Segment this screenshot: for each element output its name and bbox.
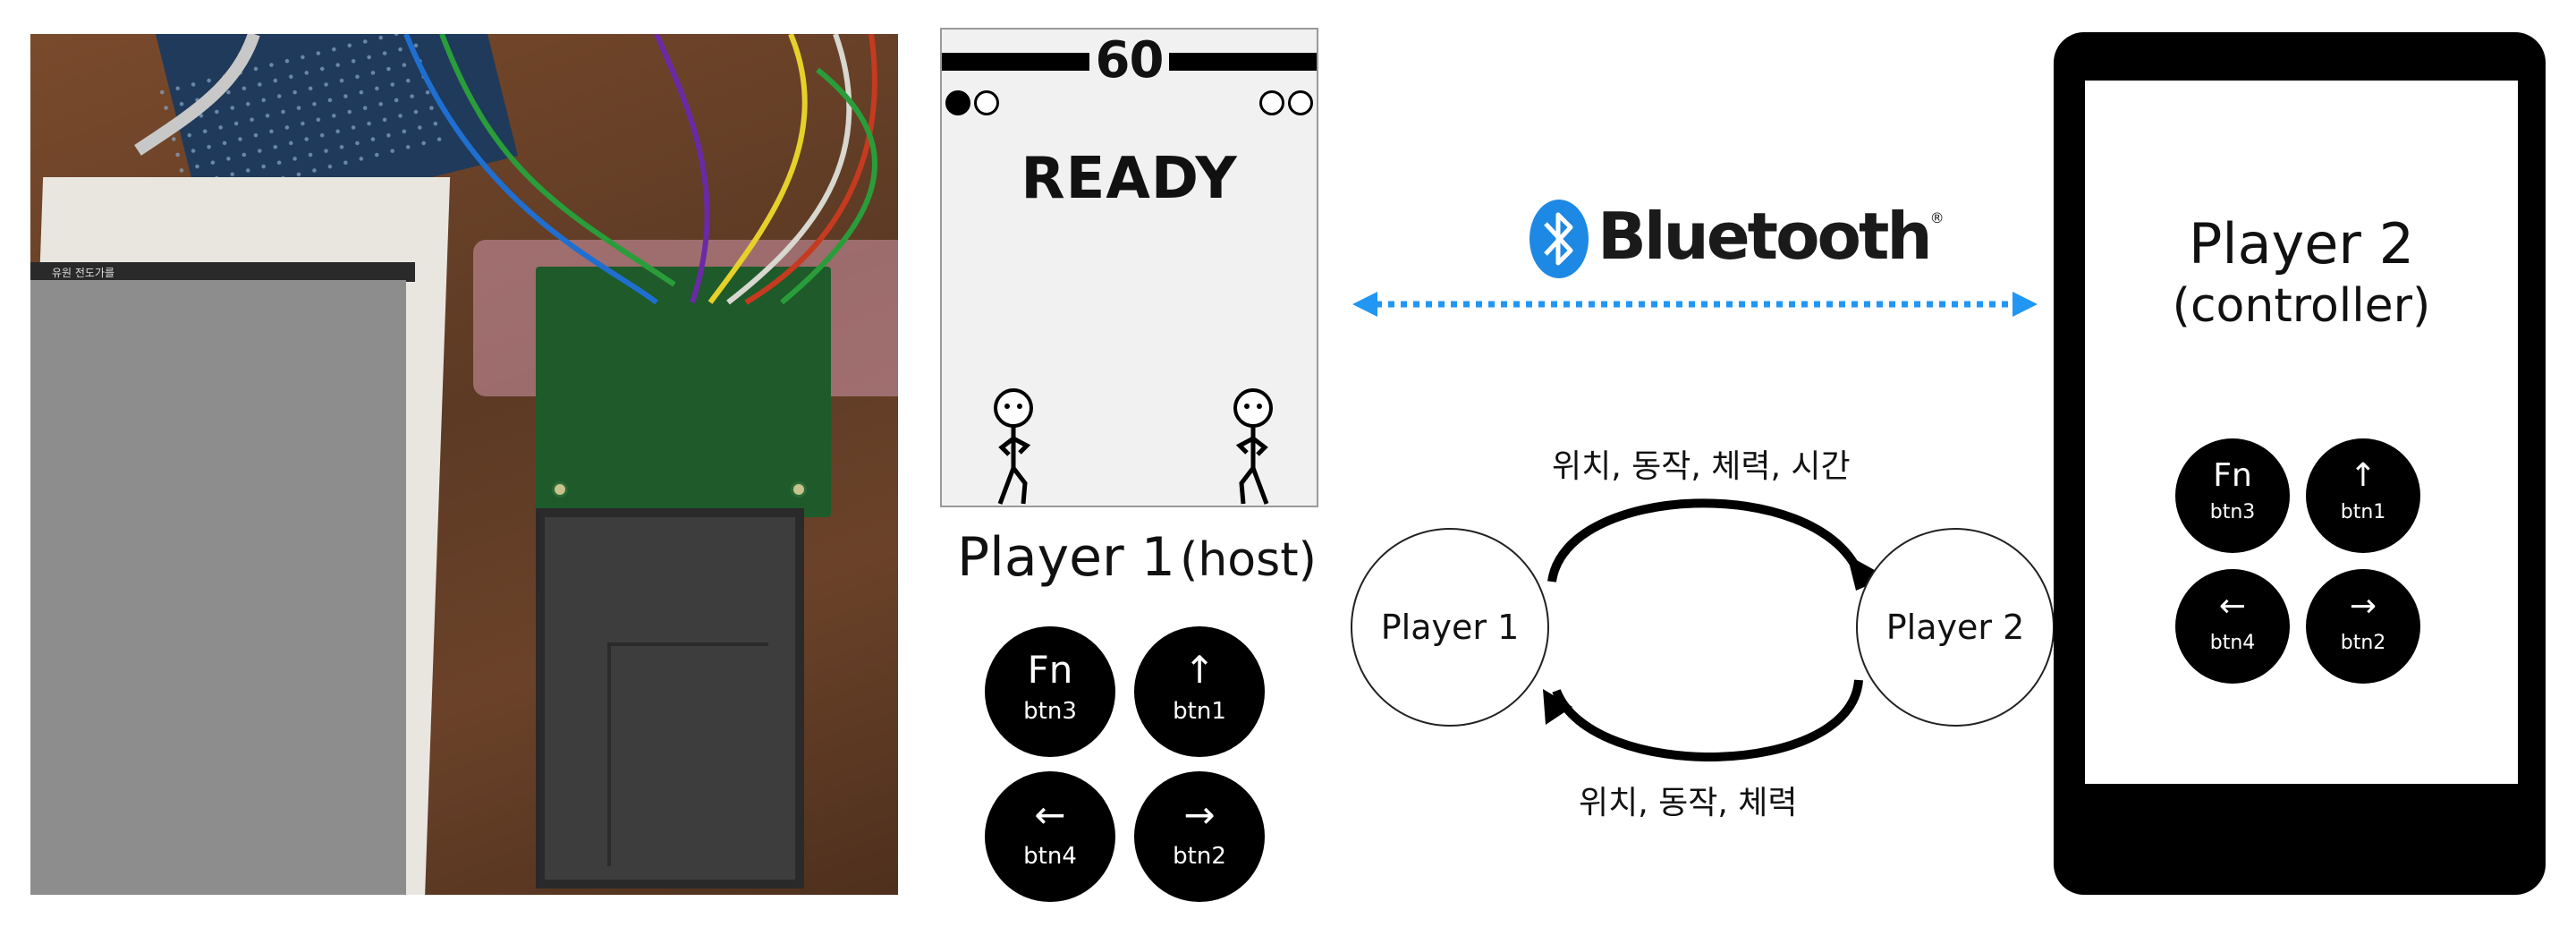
player1-title: Player 1 (host) [957,526,1333,589]
button-label: btn3 [2209,501,2256,523]
phone-screen [2085,81,2518,784]
arrow-left-icon: ← [2218,588,2247,625]
player1-fn-button[interactable]: Fn btn3 [985,626,1115,757]
colored-wires [134,34,877,305]
flow-node-player2: Player 2 [1856,528,2055,727]
button-label: btn2 [2340,632,2386,654]
game-screen: 60 READY [940,28,1318,507]
registered-mark: ® [1929,209,1945,226]
hardware-photo: 유원 전도가를 [30,34,898,895]
button-label: btn2 [1173,843,1226,870]
life-indicator [945,90,970,115]
arrow-left-icon: ← [1034,793,1066,837]
player2-role: (controller) [2172,279,2431,333]
health-bar-left [942,53,1089,71]
player1-fighter-icon [994,388,1033,505]
tablet-status-bar [30,262,415,282]
bluetooth-icon [1530,200,1589,278]
tablet-screen [30,280,406,895]
button-label: btn3 [1023,698,1077,725]
epaper-display [536,508,804,889]
bluetooth-label: Bluetooth® [1597,199,1945,274]
button-label: btn4 [1023,843,1077,870]
epaper-ghost-image [607,642,768,866]
round-timer: 60 [1095,31,1165,89]
arrow-up-icon: ↑ [2349,457,2377,494]
player2-left-button[interactable]: ← btn4 [2175,569,2290,684]
player2-fighter-icon [1233,388,1273,505]
flow-label-controller-to-host: 위치, 동작, 체력 [1579,785,1798,821]
bluetooth-wordmark: Bluetooth [1597,199,1933,274]
button-label: btn4 [2209,632,2256,654]
life-indicator [1259,90,1284,115]
ready-status: READY [1021,146,1238,212]
data-flow-diagram: Player 1 Player 2 위치, 동작, 체력, 시간 위치, 동작,… [1351,429,2057,850]
player2-name: Player 2 [2188,211,2415,276]
pcb-mount-hole [791,481,807,498]
health-bar-right [1169,53,1317,71]
arrow-up-icon: ↑ [1183,648,1216,692]
player2-fn-button[interactable]: Fn btn3 [2175,438,2290,553]
flow-label-host-to-controller: 위치, 동작, 체력, 시간 [1552,448,1851,485]
player1-name: Player 1 [957,526,1175,589]
button-label: btn1 [1173,698,1226,725]
player1-up-button[interactable]: ↑ btn1 [1134,626,1265,757]
arrow-right-icon: → [2349,588,2377,625]
arrow-right-icon: → [1183,793,1216,837]
flow-arrows [1543,498,1887,761]
life-indicator [974,90,999,115]
player1-right-button[interactable]: → btn2 [1134,771,1265,902]
tablet-status-text: 유원 전도가를 [52,267,115,279]
life-indicator [1288,90,1313,115]
fn-symbol: Fn [2213,457,2252,494]
player1-role: (host) [1180,533,1317,587]
player1-left-button[interactable]: ← btn4 [985,771,1115,902]
player1-lives [945,90,999,115]
player2-right-button[interactable]: → btn2 [2306,569,2420,684]
player2-lives [1259,90,1313,115]
pcb-mount-hole [552,481,568,498]
fn-symbol: Fn [1027,648,1073,692]
bluetooth-link-arrow [1352,292,2038,317]
player2-up-button[interactable]: ↑ btn1 [2306,438,2420,553]
flow-node-player1: Player 1 [1351,528,1549,727]
green-pcb [536,267,831,517]
button-label: btn1 [2340,501,2386,523]
